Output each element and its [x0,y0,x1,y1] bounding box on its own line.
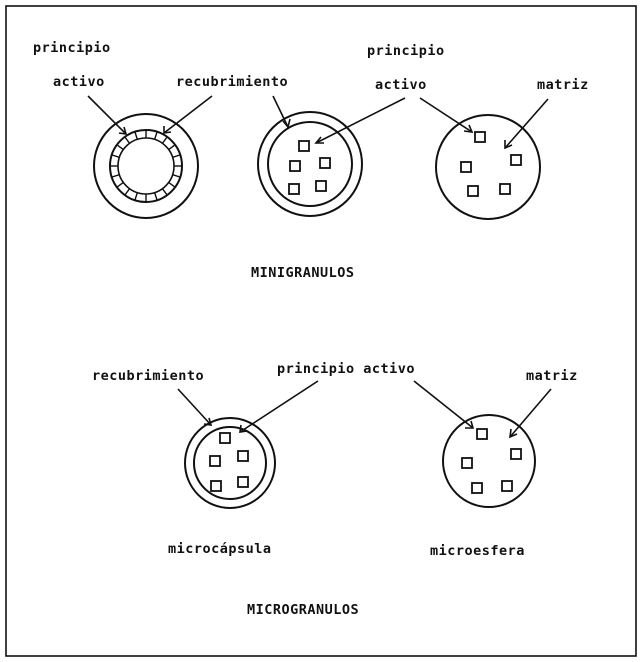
label-active-left-line2: activo [53,74,105,90]
label-active-bottom: principio activo [277,361,415,377]
particle [501,480,513,492]
outer-border [5,5,637,657]
micrograulos-title: MICROGRANULOS [247,602,359,618]
active-layer-segments [110,130,182,202]
segment-tick [111,173,120,178]
particle [315,180,327,192]
segment-tick [161,136,168,144]
particle [510,448,522,460]
label-active-left-line1: principio [33,40,111,56]
particle [298,140,310,152]
segment-tick [124,188,131,196]
segment-tick [153,131,158,140]
particle [289,160,301,172]
segment-tick [134,192,139,201]
segment-tick [168,144,176,151]
top-arrows [87,95,549,150]
segment-tick [153,192,158,201]
label-matrix-bottom: matriz [526,368,578,384]
particle [461,457,473,469]
label-coating-top: recubrimiento [176,74,288,90]
label-microcapsule: microcápsula [168,541,272,557]
segment-tick [124,136,131,144]
particle [219,432,231,444]
segment-tick [116,144,124,151]
label-microsphere: microesfera [430,543,525,559]
label-active-right-line1: principio [367,43,445,59]
particle [288,183,300,195]
segment-tick [168,181,176,188]
particle [474,131,486,143]
particle [319,157,331,169]
segment-tick [134,131,139,140]
microsphere [442,414,536,508]
granule-coated-particles [257,111,363,217]
segment-tick [172,173,181,178]
minigranulos-title: MINIGRANULOS [251,265,355,281]
particle [510,154,522,166]
label-active-right-line2: activo [375,77,427,93]
particle [499,183,511,195]
segment-tick [111,154,120,159]
bottom-arrows [177,380,552,439]
particle [476,428,488,440]
segment-tick [172,154,181,159]
particle [460,161,472,173]
particle [210,480,222,492]
particle [467,185,479,197]
granule-matrix [435,114,541,220]
granule-reservoir-ring [93,113,199,219]
segment-tick [161,188,168,196]
label-matrix-top: matriz [537,77,589,93]
label-coating-bottom: recubrimiento [92,368,204,384]
microcapsule [184,417,276,509]
particle [237,450,249,462]
particle [209,455,221,467]
particle [237,476,249,488]
segment-tick [116,181,124,188]
particle [471,482,483,494]
